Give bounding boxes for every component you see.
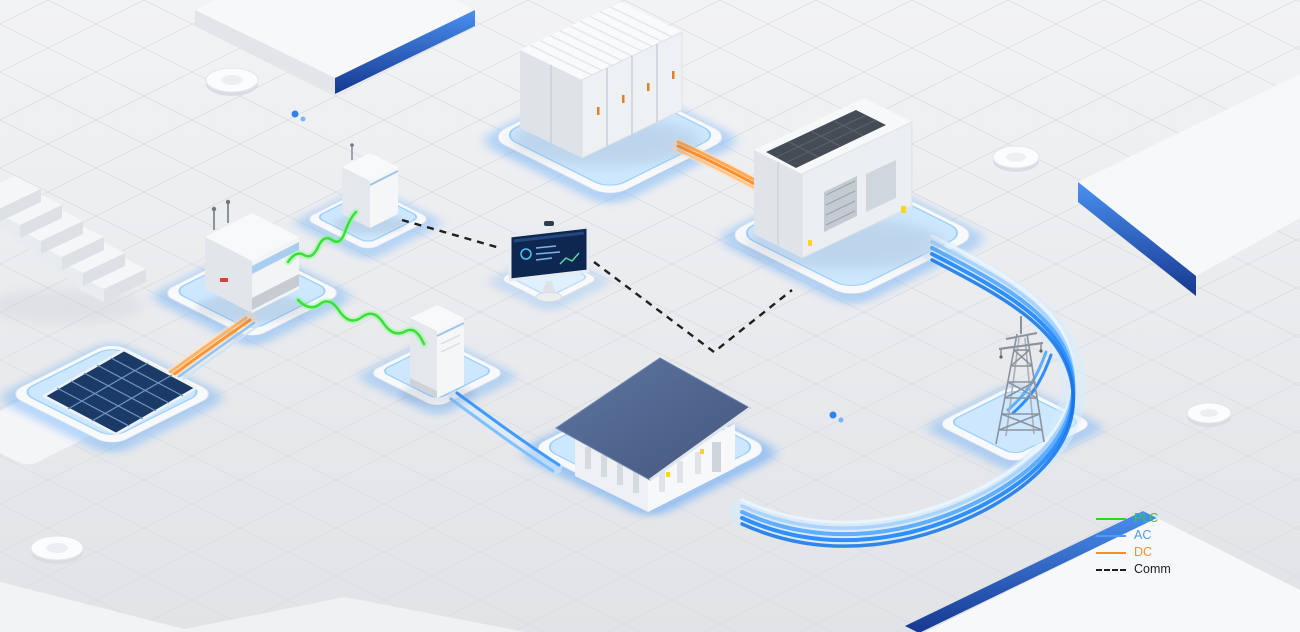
disc-marker <box>205 67 259 96</box>
building-door <box>712 442 721 472</box>
comm-links <box>401 218 793 354</box>
vent-panel <box>824 176 857 232</box>
container-door-handles <box>597 71 675 115</box>
transformer-station <box>745 98 945 269</box>
legend-label: Comm <box>1134 562 1171 576</box>
legend-item-dc: DC <box>1096 546 1171 559</box>
inverter-logo <box>220 278 228 282</box>
plc-link-inverter-battery <box>294 296 428 348</box>
disc-marker <box>30 535 84 564</box>
battery-container <box>510 2 700 166</box>
slab-bottom-right <box>905 511 1300 632</box>
solar-array <box>42 348 198 436</box>
warning-label <box>808 240 812 246</box>
slab-bottom-left <box>0 582 525 632</box>
string-inverter <box>196 199 308 323</box>
warning-label <box>666 472 670 477</box>
battery-cabinet <box>399 305 475 405</box>
warning-label <box>901 206 906 213</box>
disc-marker <box>992 145 1040 172</box>
transmission-tower <box>995 316 1045 445</box>
plc-line-swatch <box>1096 517 1126 520</box>
blue-marker <box>291 110 306 122</box>
legend-label: PLC <box>1134 511 1159 525</box>
slab-top-left <box>195 0 475 94</box>
plc-link-inverter-comm <box>284 208 360 266</box>
dc-line-swatch <box>1096 551 1126 554</box>
stepped-structure <box>0 176 146 323</box>
comm-line-swatch <box>1096 568 1126 571</box>
legend-item-comm: Comm <box>1096 563 1171 576</box>
monitoring-pc <box>508 221 590 302</box>
antenna-icon <box>213 203 229 230</box>
webcam-icon <box>544 221 554 226</box>
vent-panel <box>866 160 896 212</box>
legend: PLC AC DC Comm <box>1096 512 1171 576</box>
blue-marker <box>829 411 844 423</box>
legend-label: AC <box>1134 528 1152 542</box>
dashboard-chart <box>559 252 580 265</box>
dashboard-donut <box>520 248 532 260</box>
office-building <box>555 357 751 512</box>
legend-item-ac: AC <box>1096 529 1171 542</box>
comm-cabinet <box>334 143 406 234</box>
slab-top-right <box>1078 74 1300 296</box>
warning-label <box>700 449 704 454</box>
disc-marker <box>1186 402 1232 427</box>
legend-item-plc: PLC <box>1096 512 1171 525</box>
ac-line-swatch <box>1096 534 1126 537</box>
legend-label: DC <box>1134 545 1153 559</box>
container-door-seams <box>606 44 658 146</box>
